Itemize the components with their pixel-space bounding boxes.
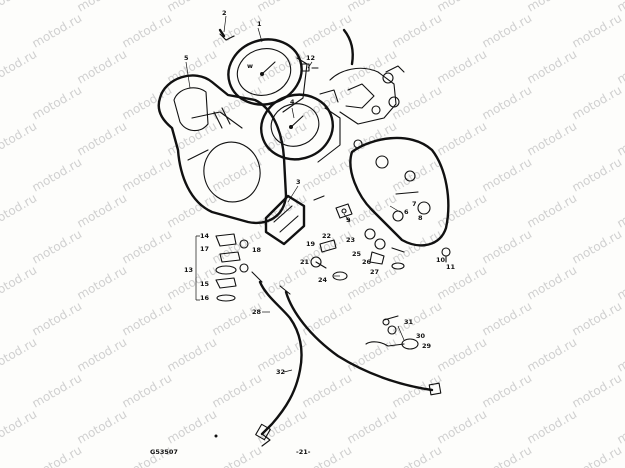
meter-cables — [251, 271, 442, 447]
panel-fasteners — [335, 203, 353, 219]
callout-16: 16 — [200, 294, 210, 302]
callout-4: 4 — [290, 98, 295, 106]
screw-part-2 — [218, 28, 235, 41]
callout-14: 14 — [200, 232, 210, 240]
callout-6: 6 — [404, 208, 409, 216]
callout-3: 3 — [296, 178, 301, 186]
screw-part-12 — [301, 63, 319, 72]
leader-lines — [185, 15, 405, 373]
callout-5: 5 — [184, 54, 189, 62]
wiring-harness — [319, 28, 405, 125]
callout-25: 25 — [352, 250, 362, 258]
grommet-washer-stack — [195, 233, 249, 302]
callout-11: 11 — [446, 263, 456, 271]
screws-right — [441, 247, 451, 263]
callout-18: 18 — [252, 246, 262, 254]
tachometer-gauge — [260, 93, 341, 163]
page-number: -21- — [296, 448, 311, 456]
callout-15: 15 — [200, 280, 210, 288]
callout-27: 27 — [370, 268, 379, 276]
mounting-screws-center — [310, 239, 348, 281]
meter-case-housing — [157, 74, 288, 225]
watermark-text: motod.ru — [615, 0, 625, 15]
callout-30: 30 — [416, 332, 426, 340]
callout-7: 7 — [412, 200, 417, 208]
callout-17: 17 — [200, 245, 209, 253]
svg-text:w: w — [247, 62, 253, 70]
lamp-sockets — [364, 228, 405, 270]
indicator-lamp-panel — [349, 136, 450, 247]
callout-2: 2 — [222, 9, 227, 17]
speedometer-gauge: w — [227, 38, 308, 113]
callout-29: 29 — [422, 342, 432, 350]
callout-23: 23 — [346, 236, 355, 244]
callout-28: 28 — [252, 308, 262, 316]
callout-19: 19 — [306, 240, 316, 248]
meter-bracket — [264, 194, 325, 246]
callout-1: 1 — [257, 20, 262, 28]
figure-code: G53507 — [150, 448, 178, 456]
callout-9: 9 — [346, 216, 351, 224]
callout-24: 24 — [318, 276, 328, 284]
callout-31: 31 — [404, 318, 414, 326]
callout-21: 21 — [300, 258, 310, 266]
callout-10: 10 — [436, 256, 446, 264]
registration-dot — [214, 434, 218, 438]
callout-labels: 1 2 3 4 5 6 7 8 9 10 11 12 13 14 15 16 1… — [184, 9, 456, 376]
callout-13: 13 — [184, 266, 193, 274]
callout-26: 26 — [362, 258, 372, 266]
callout-22: 22 — [322, 232, 331, 240]
callout-8: 8 — [418, 214, 423, 222]
callout-12: 12 — [306, 54, 315, 62]
sensor-assembly — [365, 315, 419, 350]
callout-32: 32 — [276, 368, 285, 376]
